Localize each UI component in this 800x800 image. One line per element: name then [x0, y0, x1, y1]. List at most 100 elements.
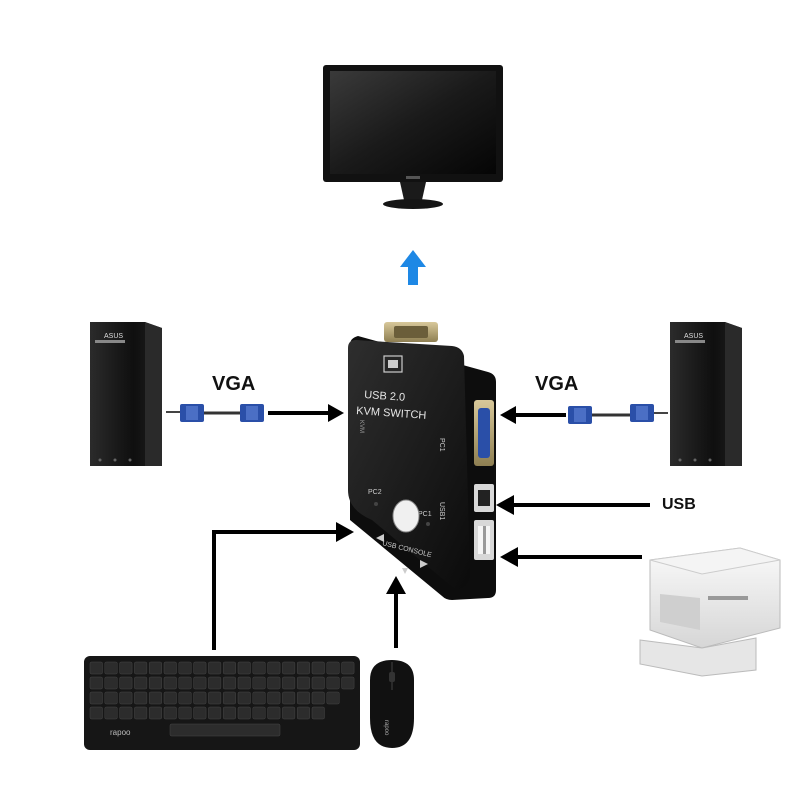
keyboard-key: [193, 676, 207, 690]
keyboard-key: [252, 706, 266, 720]
monitor: [323, 65, 503, 209]
arrow-heads: [328, 404, 518, 594]
kvm-title-line1: USB 2.0: [364, 389, 406, 404]
keyboard-key: [341, 661, 355, 675]
arrow-keyboard: [212, 530, 340, 650]
keyboard-key: [208, 691, 222, 705]
keyboard-key: [119, 691, 133, 705]
keyboard-key: [282, 691, 296, 705]
keyboard-key: [148, 706, 162, 720]
computer-right: ASUS: [670, 322, 742, 466]
keyboard-key: [208, 661, 222, 675]
vga-label-left: VGA: [212, 373, 256, 395]
keyboard-key: [148, 676, 162, 690]
keyboard-key: [89, 676, 103, 690]
usb-label: USB: [662, 496, 696, 513]
keyboard-key: [326, 676, 340, 690]
keyboard-key: [222, 661, 236, 675]
keyboard-key: [163, 676, 177, 690]
keyboard-key: [222, 706, 236, 720]
keyboard-key: [163, 706, 177, 720]
keyboard-key: [119, 676, 133, 690]
led-label-pc1: PC1: [418, 511, 432, 518]
keyboard-key: [267, 706, 281, 720]
kvm-switch: USB 2.0 KVM SWITCH PC1 USB1 KVM PC2 PC1 …: [348, 322, 496, 600]
keyboard-key: [252, 676, 266, 690]
keyboard-key: [104, 661, 118, 675]
keyboard-key: [119, 661, 133, 675]
keyboard-key: [296, 676, 310, 690]
keyboard-key: [193, 706, 207, 720]
led-label-pc2: PC2: [368, 489, 382, 496]
keyboard-key: [148, 691, 162, 705]
keyboard-key: [178, 676, 192, 690]
keyboard-key: [237, 661, 251, 675]
keyboard-key: [252, 661, 266, 675]
vga-cable-left: [166, 404, 264, 422]
keyboard-key: [267, 676, 281, 690]
keyboard-key: [193, 661, 207, 675]
connection-arrows: [212, 411, 650, 650]
keyboard-key: [282, 676, 296, 690]
computer-left: ASUS: [90, 322, 162, 466]
tower-left-brand: ASUS: [104, 333, 123, 340]
keyboard-key: [267, 661, 281, 675]
keyboard-key: [89, 661, 103, 675]
port-label-usb1: USB1: [438, 502, 445, 520]
kvm-title-line2: KVM SWITCH: [356, 405, 427, 422]
mouse: rapoo: [370, 660, 414, 748]
keyboard-key: [104, 691, 118, 705]
keyboard-key: [89, 706, 103, 720]
keyboard-keys: [89, 661, 355, 737]
keyboard-key: [237, 706, 251, 720]
keyboard-key: [237, 691, 251, 705]
keyboard-key: [222, 676, 236, 690]
keyboard-key: [282, 706, 296, 720]
keyboard-key: [296, 661, 310, 675]
up-arrow-icon: [400, 250, 426, 285]
keyboard-key: [267, 691, 281, 705]
keyboard-key: [178, 661, 192, 675]
tower-right-brand: ASUS: [684, 333, 703, 340]
keyboard-key: [134, 691, 148, 705]
keyboard-key: [208, 706, 222, 720]
keyboard-key: [341, 676, 355, 690]
keyboard: rapoo: [84, 656, 360, 750]
keyboard-key: [222, 691, 236, 705]
keyboard-key: [311, 706, 325, 720]
port-label-pc1: PC1: [438, 438, 445, 452]
keyboard-key: [208, 676, 222, 690]
keyboard-key: [193, 691, 207, 705]
keyboard-key: [311, 676, 325, 690]
keyboard-key: [311, 661, 325, 675]
keyboard-key: [326, 691, 340, 705]
keyboard-key: [119, 706, 133, 720]
side-label-kvm: KVM: [358, 420, 364, 433]
keyboard-spacebar: [169, 723, 281, 737]
keyboard-key: [134, 676, 148, 690]
vga-label-right: VGA: [535, 373, 579, 395]
keyboard-key: [163, 691, 177, 705]
keyboard-key: [89, 691, 103, 705]
keyboard-key: [252, 691, 266, 705]
keyboard-key: [163, 661, 177, 675]
keyboard-key: [104, 706, 118, 720]
keyboard-key: [148, 661, 162, 675]
keyboard-key: [326, 661, 340, 675]
keyboard-key: [134, 661, 148, 675]
vga-cable-right: [568, 404, 668, 424]
keyboard-key: [178, 691, 192, 705]
printer: [639, 547, 781, 677]
keyboard-brand: rapoo: [110, 728, 131, 737]
keyboard-key: [237, 676, 251, 690]
keyboard-key: [178, 706, 192, 720]
keyboard-key: [296, 691, 310, 705]
keyboard-key: [296, 706, 310, 720]
mouse-brand: rapoo: [383, 720, 389, 736]
keyboard-key: [311, 691, 325, 705]
keyboard-key: [104, 676, 118, 690]
keyboard-key: [282, 661, 296, 675]
keyboard-key: [134, 706, 148, 720]
